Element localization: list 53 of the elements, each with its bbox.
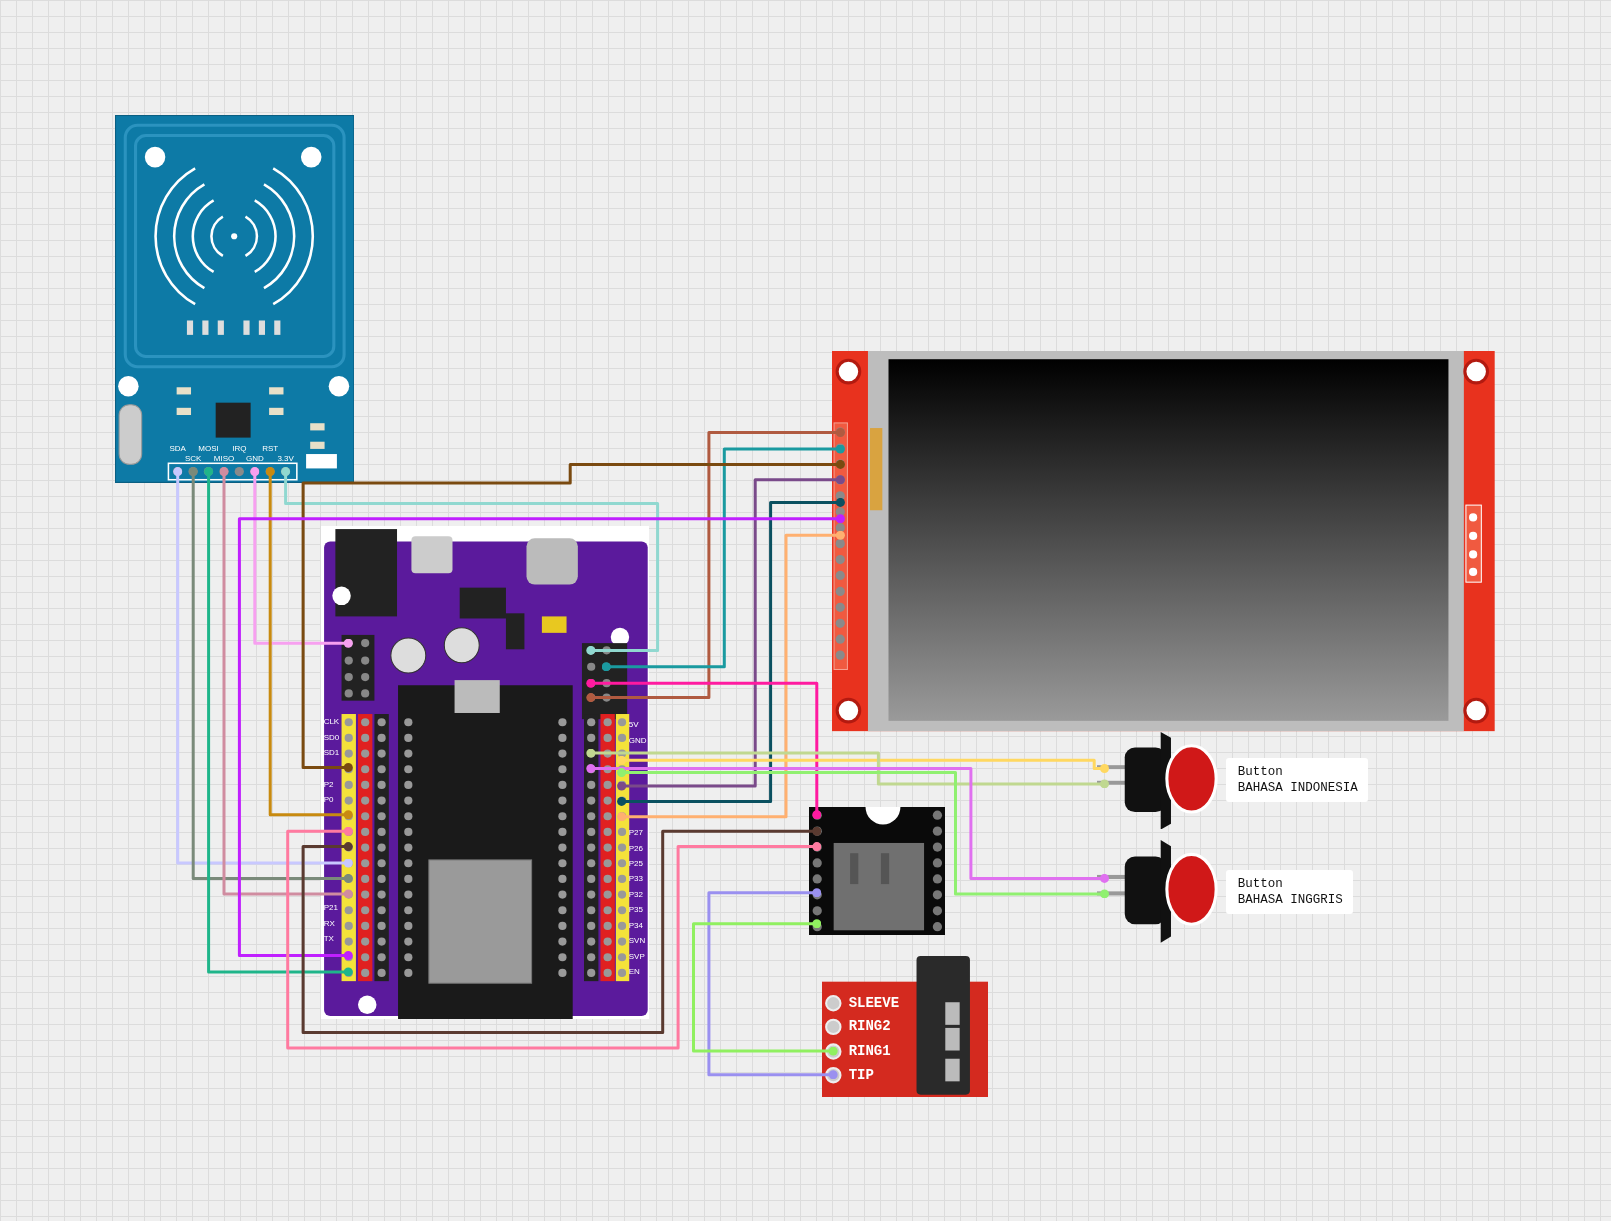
pin-label: P34 bbox=[628, 921, 643, 930]
wire bbox=[237, 514, 845, 960]
wire bbox=[586, 428, 845, 703]
pin-label: SDA bbox=[169, 444, 186, 453]
pin-label: P32 bbox=[628, 890, 643, 899]
pin-label: SD1 bbox=[323, 749, 340, 758]
button-caption: BAHASA INGGRIS bbox=[1237, 892, 1343, 907]
wire bbox=[586, 748, 1109, 789]
pin-label: MISO bbox=[213, 455, 235, 464]
pin-label: P0 bbox=[323, 796, 334, 805]
pin-label: SCK bbox=[184, 455, 202, 464]
pin-label: 3.3V bbox=[277, 455, 294, 464]
wire bbox=[250, 467, 353, 648]
wire bbox=[586, 678, 822, 820]
pin-label: P27 bbox=[628, 829, 643, 838]
pin-label: RX bbox=[323, 919, 335, 928]
wire bbox=[692, 919, 838, 1056]
pin-label: IRQ bbox=[232, 444, 247, 453]
pin-label: TX bbox=[323, 935, 334, 944]
wire bbox=[204, 467, 353, 977]
pin-label: MOSI bbox=[198, 444, 219, 453]
pin-label: RST bbox=[262, 444, 279, 453]
wire bbox=[707, 888, 838, 1080]
pin-label: P2 bbox=[323, 780, 334, 789]
wire bbox=[586, 764, 1109, 883]
wire bbox=[301, 459, 845, 772]
pin-label: CLK bbox=[323, 718, 340, 727]
pin-label: RING1 bbox=[848, 1044, 891, 1059]
pin-label: TIP bbox=[848, 1067, 874, 1082]
pin-label: EN bbox=[628, 967, 640, 976]
pin-label: RING2 bbox=[848, 1019, 891, 1034]
wire bbox=[617, 768, 1109, 899]
button-caption: Button bbox=[1237, 765, 1284, 780]
wire bbox=[617, 755, 1109, 773]
button-caption: BAHASA INDONESIA bbox=[1237, 781, 1358, 796]
pin-label: P26 bbox=[628, 844, 643, 853]
pin-label: 5V bbox=[628, 721, 639, 730]
wire bbox=[219, 467, 353, 899]
pin-label: SLEEVE bbox=[848, 995, 900, 1010]
pin-label: GND bbox=[245, 455, 264, 464]
pin-label: SD0 bbox=[323, 733, 340, 742]
wire bbox=[265, 467, 353, 820]
pin-label: SVN bbox=[628, 937, 646, 946]
wire bbox=[601, 444, 845, 672]
pin-label: P35 bbox=[628, 906, 643, 915]
pin-label: P25 bbox=[628, 860, 643, 869]
wire bbox=[617, 530, 845, 822]
button-caption: Button bbox=[1237, 876, 1284, 891]
pin-label: SVP bbox=[628, 952, 645, 961]
pin-label: P33 bbox=[628, 875, 643, 884]
pin-label: GND bbox=[628, 736, 647, 745]
pin-label: P21 bbox=[323, 904, 338, 913]
wire bbox=[281, 467, 660, 655]
